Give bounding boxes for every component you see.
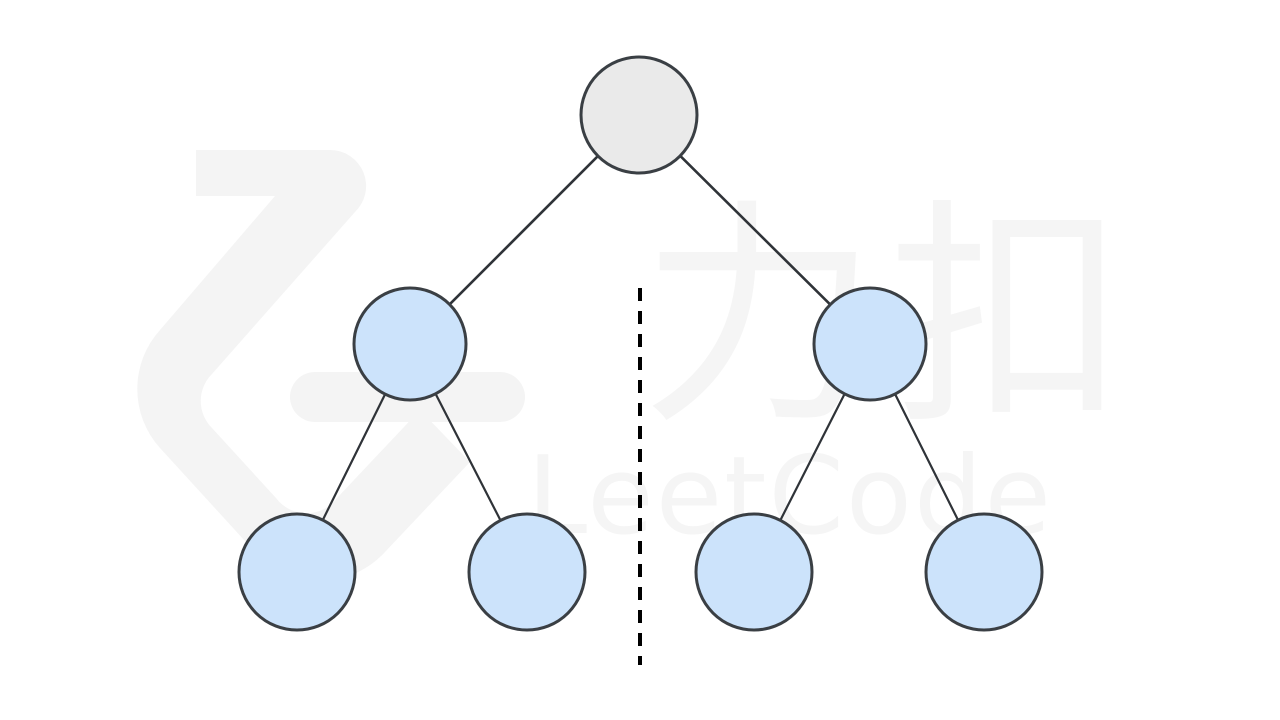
- tree-nodes-group: [237, 55, 1044, 632]
- node-circle[interactable]: [467, 512, 587, 632]
- tree-edge: [893, 391, 961, 524]
- leetcode-logo-mark-icon: [137, 149, 525, 581]
- tree-node-l2b[interactable]: [467, 512, 587, 632]
- tree-node-r2a[interactable]: [694, 512, 814, 632]
- node-circle[interactable]: [579, 55, 699, 175]
- node-circle[interactable]: [924, 512, 1044, 632]
- tree-node-root[interactable]: [579, 55, 699, 175]
- node-circle[interactable]: [812, 286, 928, 402]
- tree-edge: [446, 153, 601, 308]
- node-circle[interactable]: [237, 512, 357, 632]
- tree-node-r1[interactable]: [812, 286, 928, 402]
- tree-edge: [677, 153, 833, 308]
- tree-edge: [320, 391, 388, 523]
- tree-edge: [433, 390, 503, 524]
- tree-node-l1[interactable]: [352, 286, 468, 402]
- tree-node-l2a[interactable]: [237, 512, 357, 632]
- tree-node-r2b[interactable]: [924, 512, 1044, 632]
- tree-edge: [778, 391, 847, 524]
- node-circle[interactable]: [694, 512, 814, 632]
- watermark-group: 力扣 LeetCode: [137, 149, 1126, 581]
- tree-edges-group: [320, 153, 961, 524]
- node-circle[interactable]: [352, 286, 468, 402]
